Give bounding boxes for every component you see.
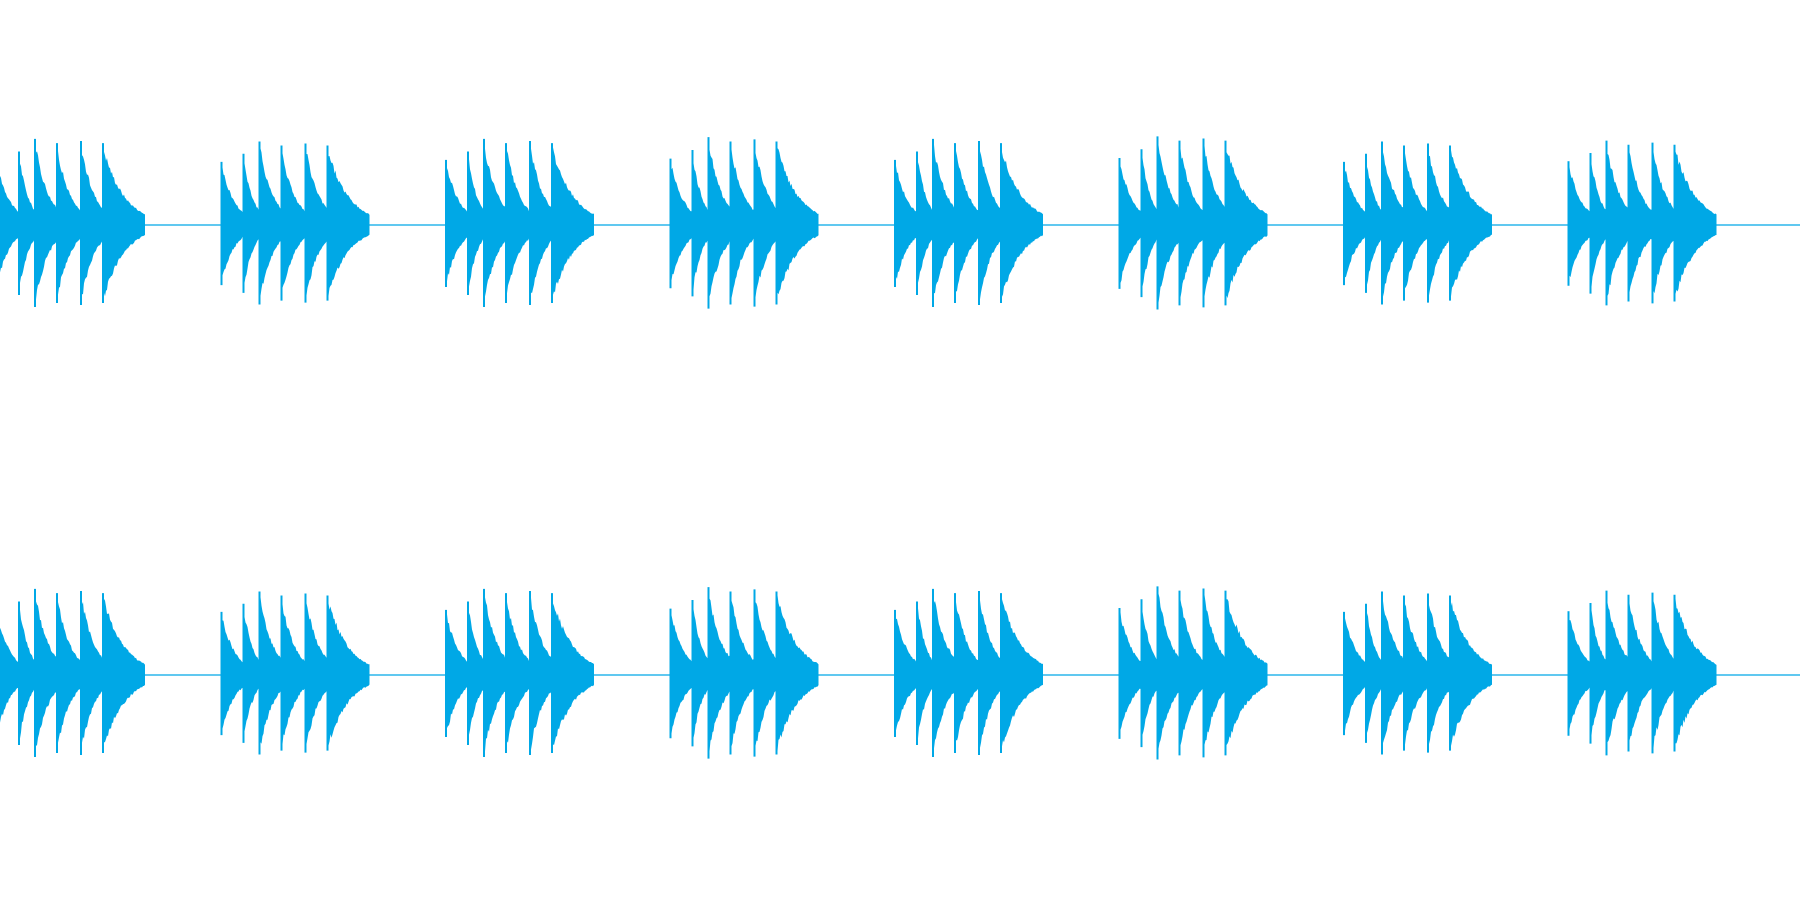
waveform-burst <box>670 589 819 755</box>
waveform-burst <box>446 140 594 299</box>
waveform-burst <box>221 594 370 750</box>
waveform-burst <box>1568 597 1717 750</box>
waveform-burst <box>221 144 370 301</box>
waveform-burst <box>670 138 819 309</box>
waveform-burst <box>895 590 1043 757</box>
waveform-burst <box>1568 143 1717 300</box>
waveform-burst <box>1344 591 1492 752</box>
waveform-burst <box>1119 141 1268 306</box>
waveform-channel-left <box>0 136 1800 310</box>
waveform-burst <box>1119 587 1268 757</box>
waveform-burst <box>895 139 1043 306</box>
waveform-channel-right <box>0 586 1800 760</box>
waveform-burst <box>446 592 594 752</box>
waveform-burst <box>0 590 145 754</box>
waveform-burst <box>0 141 145 303</box>
waveform-burst <box>1344 142 1492 302</box>
